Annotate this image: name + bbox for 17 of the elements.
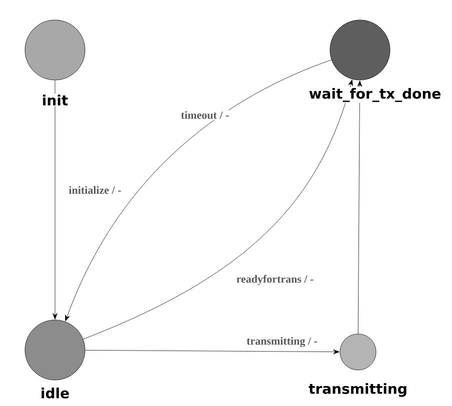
edge-label: timeout / - <box>180 110 230 120</box>
edge-label: transmitting / - <box>246 336 318 348</box>
state-circle <box>340 334 376 370</box>
edge-label: initialize / - <box>68 185 122 195</box>
arrow <box>65 60 332 322</box>
state-label: init <box>40 94 70 106</box>
state-label: transmitting <box>308 382 408 398</box>
state-circle <box>330 20 390 80</box>
state-circle <box>24 320 86 380</box>
state-label: idle <box>39 386 71 400</box>
arrow <box>85 349 340 354</box>
arrow <box>83 80 353 340</box>
state-label: wait_for_tx_done <box>308 87 442 103</box>
edge-label: readyfortrans / - <box>235 274 315 286</box>
arrow <box>52 80 58 320</box>
arrow <box>357 80 362 334</box>
state-circle <box>24 20 86 80</box>
